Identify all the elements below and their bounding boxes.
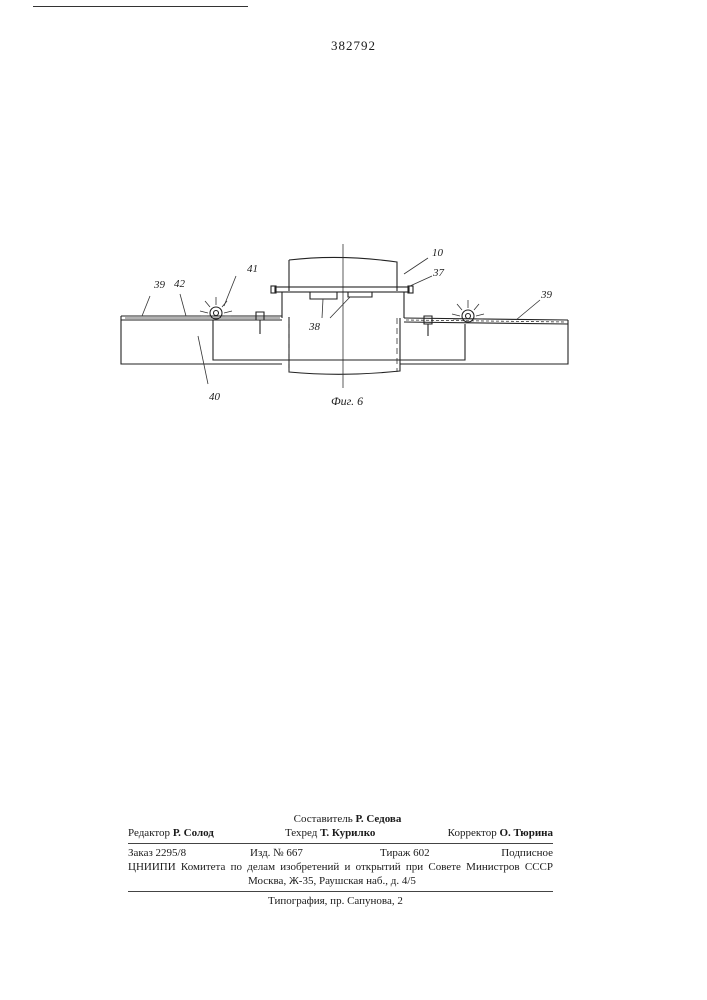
figure-caption: Фиг. 6 (331, 394, 363, 408)
left-star-wheel (200, 297, 232, 319)
editor-field: Редактор Р. Солод (128, 826, 214, 840)
leader-40 (198, 336, 208, 384)
drum-body (289, 257, 400, 374)
bracket-38 (310, 292, 372, 299)
label-41: 41 (247, 263, 258, 275)
order-row: Заказ 2295/8 Изд. № 667 Тираж 602 Подпис… (128, 846, 553, 860)
left-nozzle (256, 312, 264, 334)
leader-39-right (516, 300, 540, 320)
compiler-label: Составитель (294, 813, 353, 825)
corrector-field: Корректор О. Тюрина (448, 826, 553, 840)
compiler-name: Р. Седова (355, 813, 401, 825)
label-38: 38 (308, 321, 321, 333)
label-40: 40 (209, 391, 221, 403)
left-conveyor (121, 316, 282, 364)
label-42: 42 (174, 278, 186, 290)
address: Москва, Ж-35, Раушская наб., д. 4/5 (128, 874, 553, 888)
label-37: 37 (432, 267, 445, 279)
label-39-left: 39 (153, 279, 166, 291)
techred-field: Техред Т. Курилко (285, 826, 375, 840)
drum-shaft (275, 287, 409, 292)
right-belt-hatch (406, 320, 566, 322)
leader-42 (180, 294, 186, 316)
imprint-rule-top (128, 843, 553, 844)
leader-39-left (142, 296, 150, 316)
imprint-rule-bottom (128, 891, 553, 892)
subscription: Подписное (501, 846, 553, 860)
order-number: Заказ 2295/8 (128, 846, 186, 860)
connecting-rod-40 (213, 320, 465, 360)
leader-38 (322, 297, 350, 318)
compiler-row: Составитель Р. Седова (128, 812, 553, 826)
label-39-right: 39 (540, 289, 553, 301)
right-conveyor (400, 318, 568, 364)
imprint-block: Составитель Р. Седова Редактор Р. Солод … (128, 812, 553, 908)
edition-number: Изд. № 667 (250, 846, 303, 860)
right-star-wheel (452, 300, 484, 322)
leader-37 (410, 276, 432, 286)
organization: ЦНИИПИ Комитета по делам изобретений и о… (128, 860, 553, 874)
right-nozzle (424, 316, 432, 336)
leader-10 (404, 258, 428, 274)
editors-row: Редактор Р. Солод Техред Т. Курилко Корр… (128, 826, 553, 840)
circulation: Тираж 602 (380, 846, 430, 860)
leader-41 (224, 276, 236, 306)
printing-house: Типография, пр. Сапунова, 2 (128, 894, 553, 908)
label-10: 10 (432, 247, 444, 259)
